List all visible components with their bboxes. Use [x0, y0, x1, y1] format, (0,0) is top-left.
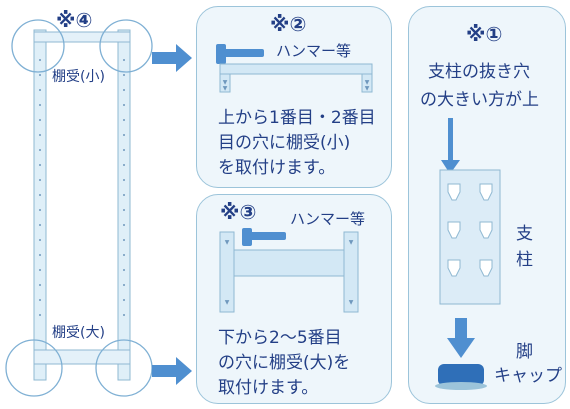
- svg-text:▼: ▼: [349, 239, 354, 246]
- instruction-line: 目の穴に棚受(小): [218, 133, 351, 153]
- arrow-right-icon: [152, 357, 192, 385]
- svg-text:▼: ▼: [225, 299, 230, 306]
- foot-cap-label: 脚: [516, 342, 533, 362]
- post-label: 支: [516, 224, 533, 244]
- arrow-right-icon: [152, 44, 192, 72]
- shelf-large-label: 棚受(大): [52, 325, 105, 341]
- foot-cap-icon: [438, 364, 484, 386]
- foot-cap-label: キャップ: [494, 366, 562, 386]
- note-mark-2: ※②: [270, 12, 307, 36]
- corner-circle-top-right: [99, 19, 153, 73]
- tool-label: ハンマー等: [290, 210, 366, 228]
- svg-text:▼: ▼: [225, 239, 230, 246]
- post-caption-line: 支柱の抜き穴: [428, 62, 530, 82]
- step-small-shelf-panel: [196, 6, 392, 188]
- corner-circle-top-left: [11, 19, 65, 73]
- svg-text:▼: ▼: [365, 79, 370, 86]
- post-caption-line: の大きい方が上: [420, 90, 539, 110]
- post-label: 柱: [516, 250, 533, 270]
- instruction-line: 上から1番目・2番目: [218, 108, 376, 128]
- corner-circle-bottom-left: [5, 339, 63, 397]
- svg-text:▼: ▼: [349, 299, 354, 306]
- instruction-line: 取付けます。: [218, 378, 319, 398]
- instruction-line: 下から2～5番目: [218, 328, 342, 348]
- instruction-line: を取付けます。: [218, 158, 336, 178]
- shelf-small-label: 棚受(小): [52, 69, 105, 85]
- note-mark-3: ※③: [220, 200, 257, 224]
- instruction-line: の穴に棚受(大)を: [218, 353, 351, 373]
- hammer-icon: [242, 228, 252, 246]
- arrow-down-icon: [441, 160, 460, 174]
- svg-text:▼: ▼: [365, 85, 370, 92]
- note-mark-4: ※④: [56, 8, 93, 32]
- note-mark-1: ※①: [466, 22, 503, 46]
- tool-label: ハンマー等: [276, 42, 352, 60]
- svg-text:▼: ▼: [223, 79, 228, 86]
- hammer-icon: [216, 44, 226, 64]
- svg-text:▼: ▼: [223, 85, 228, 92]
- arrow-down-icon: [447, 338, 475, 358]
